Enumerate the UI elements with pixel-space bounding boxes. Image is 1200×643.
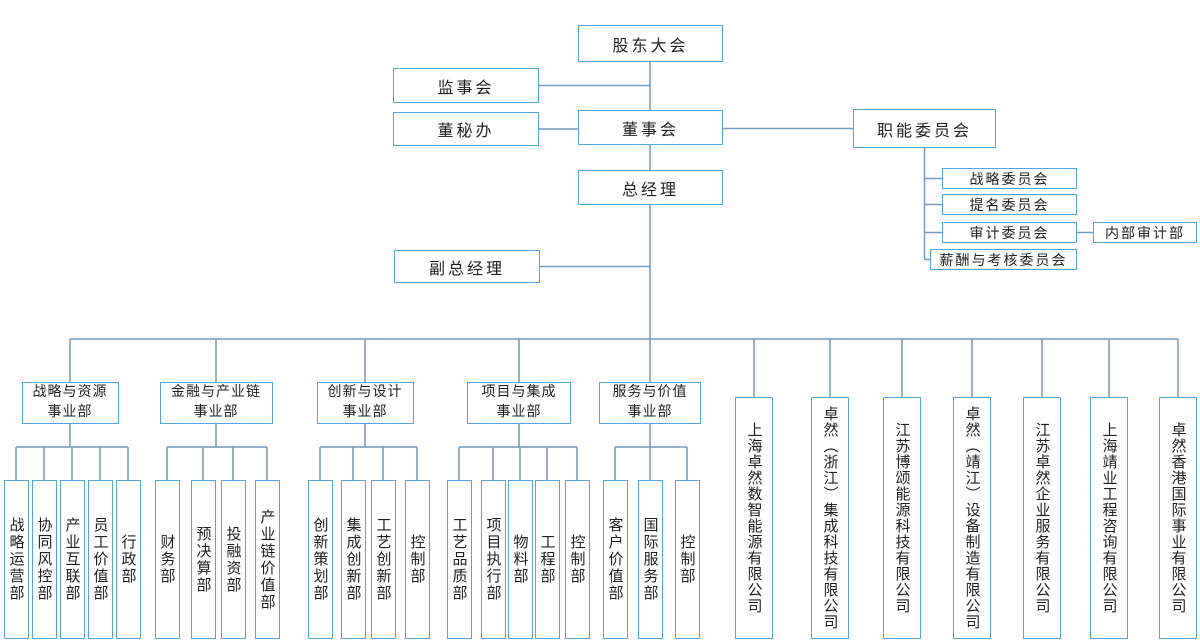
department-box: 产业互联部 xyxy=(59,480,85,639)
department-box-label: 行政部 xyxy=(119,534,136,585)
node-board-of-directors-label: 董事会 xyxy=(621,121,679,139)
node-supervisory-board-label: 监事会 xyxy=(437,79,495,97)
department-box-label: 产业互联部 xyxy=(63,517,80,602)
department-box: 国际服务部 xyxy=(637,480,663,639)
committee-box-audit-label: 审计委员会 xyxy=(969,226,1050,242)
department-box: 工艺品质部 xyxy=(446,480,472,639)
division-box-4: 服务与价值 事业部 xyxy=(599,382,701,424)
committee-box-audit: 审计委员会 xyxy=(942,222,1077,243)
division-box-4-label: 服务与价值 事业部 xyxy=(612,385,688,420)
department-box-label: 协同风控部 xyxy=(35,517,52,602)
node-functional-committees-label: 职能委员会 xyxy=(876,122,972,140)
committee-box-compensation-label: 薪酬与考核委员会 xyxy=(939,253,1068,269)
department-box-label: 财务部 xyxy=(158,534,175,585)
node-deputy-general-manager-label: 副总经理 xyxy=(428,260,505,278)
division-box-2: 创新与设计 事业部 xyxy=(316,382,414,424)
node-board-of-directors: 董事会 xyxy=(578,110,723,145)
node-general-manager: 总经理 xyxy=(578,170,723,205)
division-box-3: 项目与集成 事业部 xyxy=(467,382,571,424)
department-box: 工艺创新部 xyxy=(370,480,396,639)
company-box-label: 江苏博颂能源科技有限公司 xyxy=(893,422,910,614)
division-box-3-label: 项目与集成 事业部 xyxy=(481,385,557,420)
company-box-label: 卓然（靖江）设备制造有限公司 xyxy=(963,406,980,630)
department-box-label: 项目执行部 xyxy=(484,517,501,602)
department-box-label: 国际服务部 xyxy=(641,517,658,602)
department-box: 控制部 xyxy=(564,480,590,639)
department-box-label: 工艺品质部 xyxy=(450,517,467,602)
department-box-label: 战略运营部 xyxy=(7,517,24,602)
company-box-label: 江苏卓然企业服务有限公司 xyxy=(1033,422,1050,614)
company-box-label: 卓然香港国际事业有限公司 xyxy=(1169,422,1186,614)
committee-box-nomination-label: 提名委员会 xyxy=(969,198,1050,214)
company-box: 江苏卓然企业服务有限公司 xyxy=(1023,397,1061,639)
department-box: 协同风控部 xyxy=(31,480,57,639)
node-board-secretary-office: 董秘办 xyxy=(393,112,539,146)
department-box-label: 工艺创新部 xyxy=(374,517,391,602)
department-box: 客户价值部 xyxy=(602,480,628,639)
department-box: 投融资部 xyxy=(220,480,246,639)
committee-box-strategy: 战略委员会 xyxy=(942,168,1077,189)
department-box-label: 客户价值部 xyxy=(606,517,623,602)
company-box: 卓然香港国际事业有限公司 xyxy=(1159,397,1197,639)
division-box-2-label: 创新与设计 事业部 xyxy=(327,385,403,420)
company-box-label: 上海卓然数智能源有限公司 xyxy=(745,422,762,614)
department-box-label: 集成创新部 xyxy=(344,517,361,602)
node-supervisory-board: 监事会 xyxy=(393,68,539,103)
company-box: 江苏博颂能源科技有限公司 xyxy=(883,397,921,639)
department-box: 物料部 xyxy=(507,480,533,639)
department-box: 员工价值部 xyxy=(87,480,113,639)
department-box-label: 控制部 xyxy=(568,534,585,585)
node-deputy-general-manager: 副总经理 xyxy=(394,250,540,283)
division-box-0: 战略与资源 事业部 xyxy=(21,382,119,424)
department-box: 创新策划部 xyxy=(307,480,333,639)
department-box-label: 投融资部 xyxy=(224,525,241,594)
committee-box-nomination: 提名委员会 xyxy=(942,194,1077,215)
node-internal-audit-dept: 内部审计部 xyxy=(1093,222,1197,243)
node-shareholders-meeting-label: 股东大会 xyxy=(612,37,689,55)
department-box: 项目执行部 xyxy=(480,480,506,639)
department-box-label: 工程部 xyxy=(538,534,555,585)
department-box: 产业链价值部 xyxy=(254,480,280,639)
node-general-manager-label: 总经理 xyxy=(621,181,679,199)
department-box: 控制部 xyxy=(404,480,430,639)
department-box-label: 产业链价值部 xyxy=(258,508,275,611)
company-box-label: 卓然（浙江）集成科技有限公司 xyxy=(821,406,838,630)
department-box: 预决算部 xyxy=(190,480,216,639)
department-box-label: 控制部 xyxy=(408,534,425,585)
division-box-0-label: 战略与资源 事业部 xyxy=(32,385,108,420)
company-box: 上海靖业工程咨询有限公司 xyxy=(1090,397,1128,639)
division-box-1-label: 金融与产业链 事业部 xyxy=(171,385,261,420)
department-box: 行政部 xyxy=(115,480,141,639)
node-shareholders-meeting: 股东大会 xyxy=(578,25,723,62)
node-functional-committees: 职能委员会 xyxy=(853,109,996,148)
department-box-label: 创新策划部 xyxy=(311,517,328,602)
department-box-label: 物料部 xyxy=(511,534,528,585)
department-box: 工程部 xyxy=(534,480,560,639)
committee-box-compensation: 薪酬与考核委员会 xyxy=(930,249,1077,270)
committee-box-strategy-label: 战略委员会 xyxy=(969,172,1050,188)
company-box: 卓然（靖江）设备制造有限公司 xyxy=(953,397,991,639)
node-internal-audit-dept-label: 内部审计部 xyxy=(1105,226,1185,242)
department-box: 控制部 xyxy=(674,480,700,639)
division-box-1: 金融与产业链 事业部 xyxy=(159,382,273,424)
company-box: 卓然（浙江）集成科技有限公司 xyxy=(811,397,849,639)
department-box-label: 员工价值部 xyxy=(91,517,108,602)
department-box: 集成创新部 xyxy=(340,480,366,639)
node-board-secretary-office-label: 董秘办 xyxy=(437,123,495,140)
department-box: 战略运营部 xyxy=(3,480,29,639)
company-box-label: 上海靖业工程咨询有限公司 xyxy=(1100,422,1117,614)
company-box: 上海卓然数智能源有限公司 xyxy=(735,397,773,639)
department-box: 财务部 xyxy=(154,480,180,639)
department-box-label: 预决算部 xyxy=(194,525,211,594)
department-box-label: 控制部 xyxy=(678,534,695,585)
